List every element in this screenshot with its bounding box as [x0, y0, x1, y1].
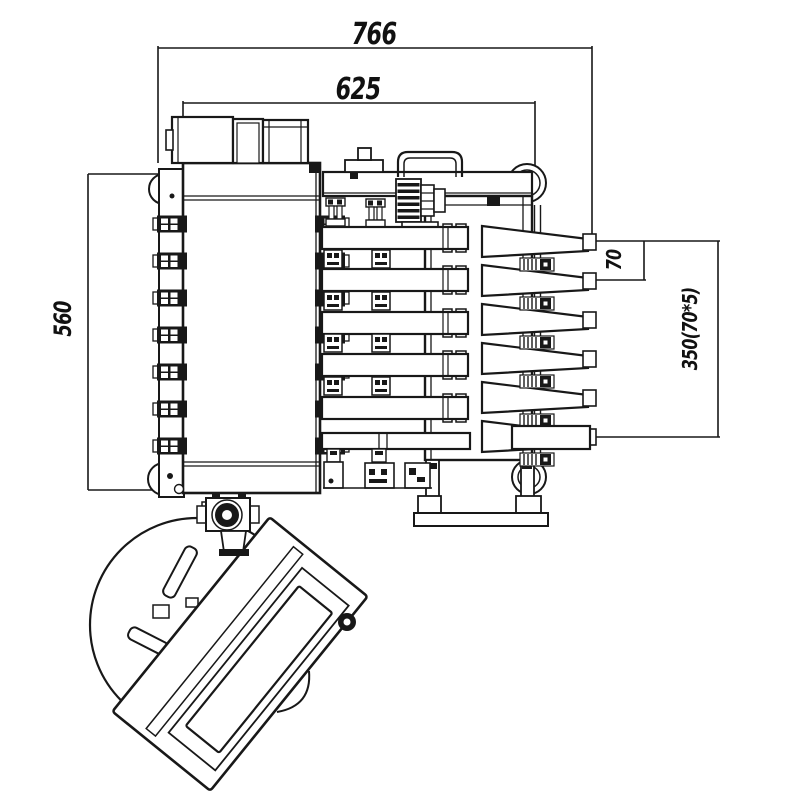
cap-fitting-stem — [357, 147, 372, 161]
fin-clip — [519, 374, 555, 389]
dim-label-625: 625 — [336, 72, 381, 107]
lever-1 — [162, 545, 198, 599]
deck-foot-bracket — [365, 198, 386, 228]
bottom-bar — [320, 431, 472, 451]
conveyor-slats — [320, 223, 472, 489]
dim-766-lines — [157, 46, 593, 239]
dim-label-560: 560 — [50, 301, 78, 336]
deck-foot-bracket — [325, 197, 346, 227]
slat-bracket — [371, 291, 391, 311]
clamp — [152, 214, 188, 234]
cooling-fins — [480, 205, 598, 467]
slat-bracket — [371, 376, 391, 396]
dim-70-lines — [591, 240, 720, 281]
dim-350-lines — [591, 241, 720, 438]
slat — [320, 267, 470, 293]
foot-block — [404, 462, 431, 489]
deck-corner-block — [309, 162, 321, 173]
slat-bracket — [323, 333, 343, 353]
housing-bulge — [276, 670, 311, 713]
slat-bracket — [323, 291, 343, 311]
foot-block — [364, 462, 395, 489]
dim-label-70: 70 — [603, 249, 626, 270]
dim-560-lines — [87, 173, 158, 491]
slat — [320, 225, 470, 251]
slat-bracket — [371, 333, 391, 353]
slat-bracket — [371, 249, 391, 269]
clamp — [152, 251, 188, 271]
clamp — [152, 362, 188, 382]
right-unit — [321, 163, 549, 527]
dim-label-766: 766 — [352, 17, 397, 52]
cover-window — [185, 585, 333, 754]
slat — [320, 310, 470, 336]
clamp — [152, 436, 188, 456]
right-unit-base-bar — [413, 512, 549, 527]
clamp — [152, 325, 188, 345]
lift-handle — [396, 150, 464, 177]
right-unit-pad — [417, 495, 442, 514]
fin-clip — [519, 335, 555, 350]
rotary-assembly — [88, 497, 368, 791]
fin — [480, 224, 598, 259]
foot-block — [323, 461, 344, 489]
slat — [320, 395, 470, 421]
slat-bracket — [323, 376, 343, 396]
cap-fitting-base — [344, 159, 384, 173]
left-unit — [147, 115, 350, 514]
motor-block-1 — [170, 115, 235, 165]
bottom-fin-plate — [510, 424, 592, 451]
left-unit-body — [181, 161, 322, 495]
tilted-cover-box — [112, 517, 368, 791]
fin-clip — [519, 257, 555, 272]
right-unit-pad — [515, 495, 542, 514]
top-motor-blocks — [165, 115, 310, 165]
pivot-bracket — [196, 497, 260, 556]
fin-clip — [519, 452, 555, 467]
slat-bracket — [323, 249, 343, 269]
clamp — [152, 399, 188, 419]
dim-label-350: 350(70*5) — [679, 288, 702, 371]
clamp — [152, 288, 188, 308]
fin-clip — [519, 296, 555, 311]
slat — [320, 352, 470, 378]
